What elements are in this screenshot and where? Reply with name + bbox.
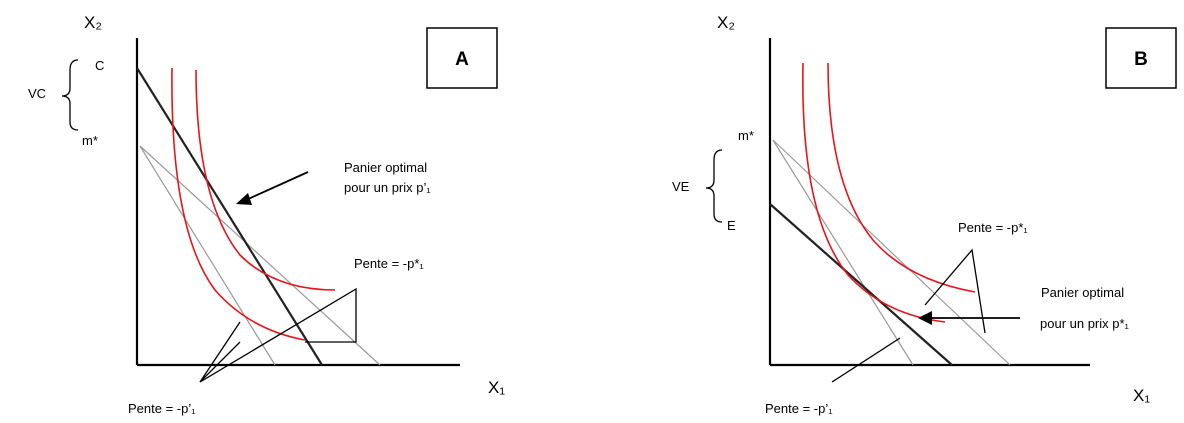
panel-a-indifference-curve-1 <box>171 67 306 341</box>
panel-b-y-axis-label: X₂ <box>717 13 735 32</box>
panel-a-bracket <box>61 59 79 131</box>
panel-b-slope-star-label: Pente = -p*₁ <box>958 220 1028 235</box>
panel-a-optimal-arrow-head <box>236 193 252 205</box>
panel-b: X₂ X₁ B VE m* E Pente = -p*₁ Panier opti… <box>672 13 1177 416</box>
panel-a-optimal-arrow <box>245 171 309 201</box>
panel-b-optimal-label-2: pour un prix p*₁ <box>1040 316 1130 331</box>
panel-a-optimal-label-1: Panier optimal <box>344 160 427 175</box>
panel-b-indifference-curve-1 <box>802 62 946 323</box>
panel-a-optimal-label-2: pour un prix p’₁ <box>344 180 431 195</box>
panel-b-slope-prime-pointer <box>831 337 901 383</box>
panel-a-slope-star-pointer <box>199 287 357 383</box>
panel-b-budget-line <box>769 203 953 366</box>
panel-a-box-label: A <box>455 49 469 70</box>
panel-a-indifference-curve-2 <box>195 69 336 291</box>
panel-a-compensated-line-2 <box>139 145 276 366</box>
panel-a-y-axis-label: X₂ <box>84 13 102 32</box>
panel-b-bracket-bottom: E <box>727 218 736 233</box>
panel-a-bracket-label: VC <box>28 86 46 101</box>
panel-b-box <box>1105 27 1177 89</box>
panel-a-bracket-bottom: m* <box>82 133 98 148</box>
panel-a-slope-star-label: Pente = -p*₁ <box>354 256 424 271</box>
panel-a-x-axis-label: X₁ <box>488 378 505 397</box>
panel-b-indifference-curve-2 <box>827 62 976 293</box>
panel-b-compensated-line-2 <box>772 139 914 366</box>
panel-b-slope-star-pointer <box>924 248 986 334</box>
panel-b-optimal-arrow-head <box>918 311 932 325</box>
panel-a-box <box>426 27 498 89</box>
panel-b-optimal-label-1: Panier optimal <box>1041 285 1124 300</box>
panel-b-bracket-top: m* <box>738 128 754 143</box>
panel-b-compensated-line-1 <box>772 139 1011 366</box>
panel-b-box-label: B <box>1134 49 1148 70</box>
panel-a-bracket-top: C <box>95 58 104 73</box>
panel-a-budget-line <box>136 67 323 366</box>
panel-b-slope-prime-label: Pente = -p’₁ <box>765 401 833 416</box>
panel-a-compensated-line-1 <box>139 145 381 366</box>
panel-a-slope-prime-label: Pente = -p’₁ <box>128 401 196 416</box>
panel-b-x-axis-label: X₁ <box>1133 386 1150 405</box>
panel-a: X₂ X₁ A VC C m* Panier optimal pour un p… <box>28 13 505 416</box>
panel-a-slope-prime-pointer <box>199 321 241 383</box>
panel-b-bracket-label: VE <box>672 179 690 194</box>
panel-b-bracket <box>705 149 723 223</box>
